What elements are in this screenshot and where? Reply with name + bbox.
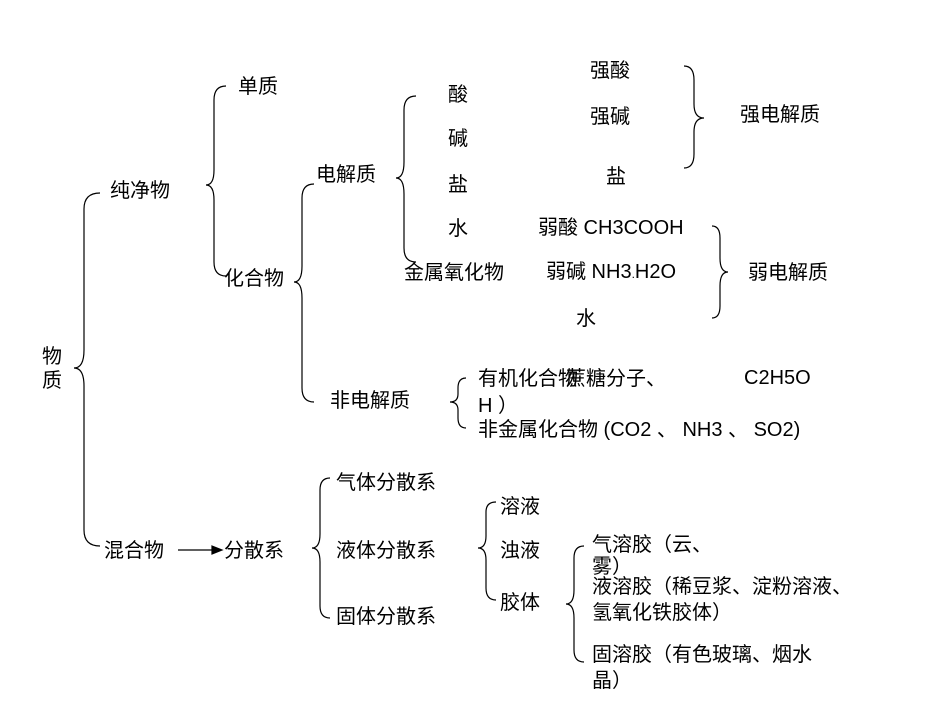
weak-base: 弱碱 NH3.H2O	[546, 260, 676, 286]
non-electrolyte-label: 非电解质	[330, 388, 410, 412]
root-label-1: 物	[42, 344, 62, 368]
brace-strong	[683, 65, 705, 169]
brace-compound	[293, 183, 315, 403]
element-label: 单质	[238, 74, 278, 98]
strong-electrolyte-label: 强电解质	[740, 102, 820, 126]
strong-base: 强碱	[590, 104, 630, 128]
kind-acid: 酸	[448, 82, 468, 106]
weak-base-formula: H2O	[634, 261, 677, 283]
compound-label: 化合物	[224, 266, 284, 290]
root-label-2: 质	[42, 368, 62, 392]
organic-compound-label: 有机化合物	[478, 366, 578, 390]
brace-electrolyte	[395, 95, 417, 263]
aerosol-line1: 气溶胶（云、	[592, 532, 712, 556]
suspension-label: 浊液	[500, 538, 540, 562]
strong-salt: 盐	[606, 164, 626, 188]
organic-detail-sucrose: 蔗糖分子、	[566, 366, 666, 390]
liquid-sol-line1: 液溶胶（稀豆浆、淀粉溶液、	[592, 574, 852, 598]
brace-root	[73, 192, 101, 547]
weak-electrolyte-label: 弱电解质	[748, 260, 828, 284]
organic-detail-ethanol-b: H ）	[478, 395, 518, 417]
brace-liquid	[477, 501, 497, 601]
liquid-sol-line2: 氢氧化铁胶体）	[592, 600, 732, 624]
brace-pure	[205, 85, 227, 277]
aerosol-line2: 雾）	[592, 554, 632, 578]
solid-sol-line1: 固溶胶（有色玻璃、烟水	[592, 642, 812, 666]
kind-salt: 盐	[448, 172, 468, 196]
weak-base-name: 弱碱 NH3	[546, 261, 632, 283]
kind-metal-oxide: 金属氧化物	[404, 260, 504, 284]
arrow-head	[211, 545, 224, 555]
weak-acid: 弱酸 CH3COOH	[538, 217, 684, 239]
brace-dispersion	[311, 477, 331, 619]
brace-colloid	[565, 545, 585, 663]
electrolyte-label: 电解质	[316, 162, 376, 186]
kind-base: 碱	[448, 126, 468, 150]
gas-dispersion: 气体分散系	[336, 470, 436, 494]
brace-nonelectrolyte	[449, 377, 467, 429]
kind-water: 水	[448, 216, 468, 240]
dispersion-system-label: 分散系	[224, 538, 284, 562]
liquid-dispersion: 液体分散系	[336, 538, 436, 562]
solution-label: 溶液	[500, 494, 540, 518]
weak-water: 水	[576, 306, 596, 330]
nonmetal-compound: 非金属化合物 (CO2 、 NH3 、 SO2)	[478, 419, 801, 441]
strong-acid: 强酸	[590, 58, 630, 82]
colloid-label: 胶体	[500, 590, 540, 614]
organic-detail-ethanol-a: C2H5O	[744, 367, 811, 389]
mixture-label: 混合物	[104, 538, 164, 562]
solid-sol-line2: 晶）	[592, 668, 632, 692]
brace-weak	[711, 225, 729, 319]
pure-substance-label: 纯净物	[110, 178, 170, 202]
weak-base-dot: .	[631, 267, 635, 281]
solid-dispersion: 固体分散系	[336, 604, 436, 628]
